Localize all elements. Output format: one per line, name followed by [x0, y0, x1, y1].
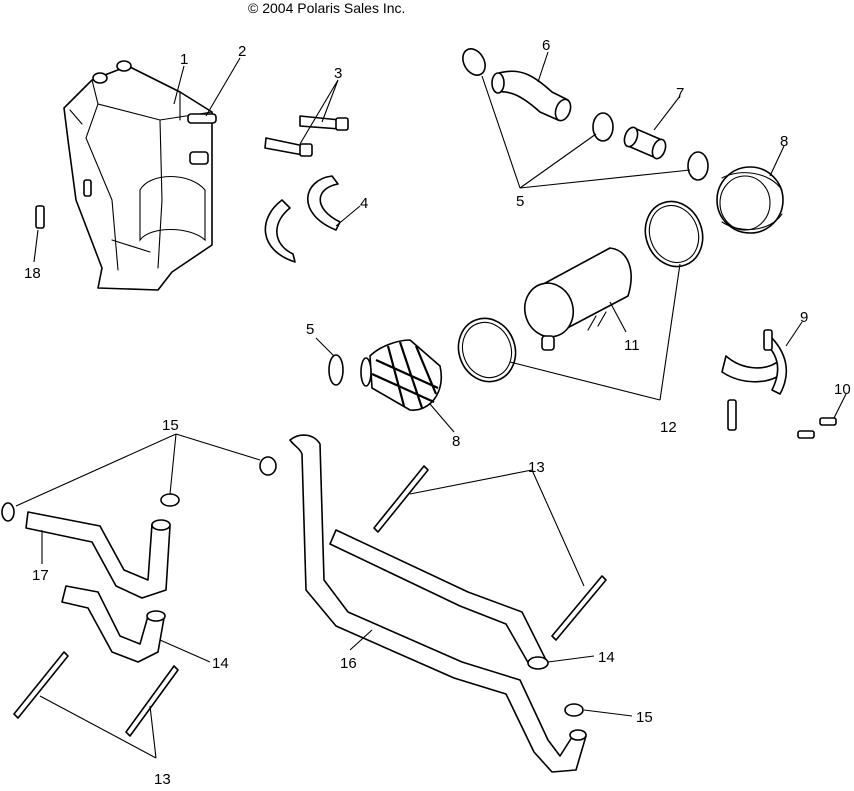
callout-5-top: 5: [516, 193, 524, 210]
callout-11: 11: [624, 337, 640, 354]
part-14-hose-right: [329, 529, 549, 670]
callout-1: 1: [180, 51, 188, 68]
callout-18: 18: [24, 265, 41, 282]
callout-5-middle: 5: [306, 321, 314, 338]
part-5-clamp-middle: [328, 354, 344, 386]
leader-lines: [15, 51, 847, 759]
part-15-clamp-right: [564, 703, 584, 717]
callout-12: 12: [660, 419, 677, 436]
callout-3: 3: [334, 65, 342, 82]
callout-6: 6: [542, 37, 550, 54]
part-2-stud: [187, 113, 217, 124]
part-1-airbox-housing: [63, 60, 213, 291]
part-8-end-cap-top: [716, 166, 784, 234]
callout-13-left: 13: [154, 771, 171, 788]
part-5-clamps-top: [462, 48, 709, 181]
callout-10: 10: [834, 381, 851, 398]
part-12-rings: [457, 200, 704, 383]
callout-4: 4: [360, 195, 368, 212]
callout-2: 2: [238, 43, 246, 60]
part-13-cable-ties: [13, 465, 607, 737]
part-15-clamps-left: [1, 456, 277, 522]
callout-9: 9: [800, 309, 808, 326]
part-17-hose: [25, 511, 171, 599]
callout-15-right: 15: [636, 709, 653, 726]
part-6-inlet-tube: [491, 70, 572, 122]
callout-15-left: 15: [162, 417, 179, 434]
part-7-coupler: [623, 126, 667, 160]
part-4-half-rings: [264, 175, 341, 263]
copyright-notice: © 2004 Polaris Sales Inc.: [248, 0, 405, 16]
callout-labels: 1 2 3 4 5 6 7 8 11 9 5 10 12 8 15 13 17 …: [24, 37, 851, 788]
callout-8-bottom: 8: [452, 433, 460, 450]
callout-14-left: 14: [212, 655, 229, 672]
part-11-canister: [523, 247, 632, 351]
callout-8-top: 8: [780, 133, 788, 150]
callout-14-right: 14: [598, 649, 615, 666]
callout-17: 17: [32, 567, 49, 584]
part-18-bolts: [35, 179, 92, 229]
part-9-straps: [721, 329, 788, 431]
callout-13-right: 13: [528, 459, 545, 476]
part-16-long-hose: [289, 434, 587, 773]
part-10-screws: [797, 417, 837, 439]
callout-16: 16: [340, 655, 357, 672]
part-14-hose-left: [61, 585, 166, 663]
callout-7: 7: [676, 85, 684, 102]
part-8-end-cap-bottom: [360, 339, 443, 411]
part-3-bolts: [264, 115, 349, 157]
